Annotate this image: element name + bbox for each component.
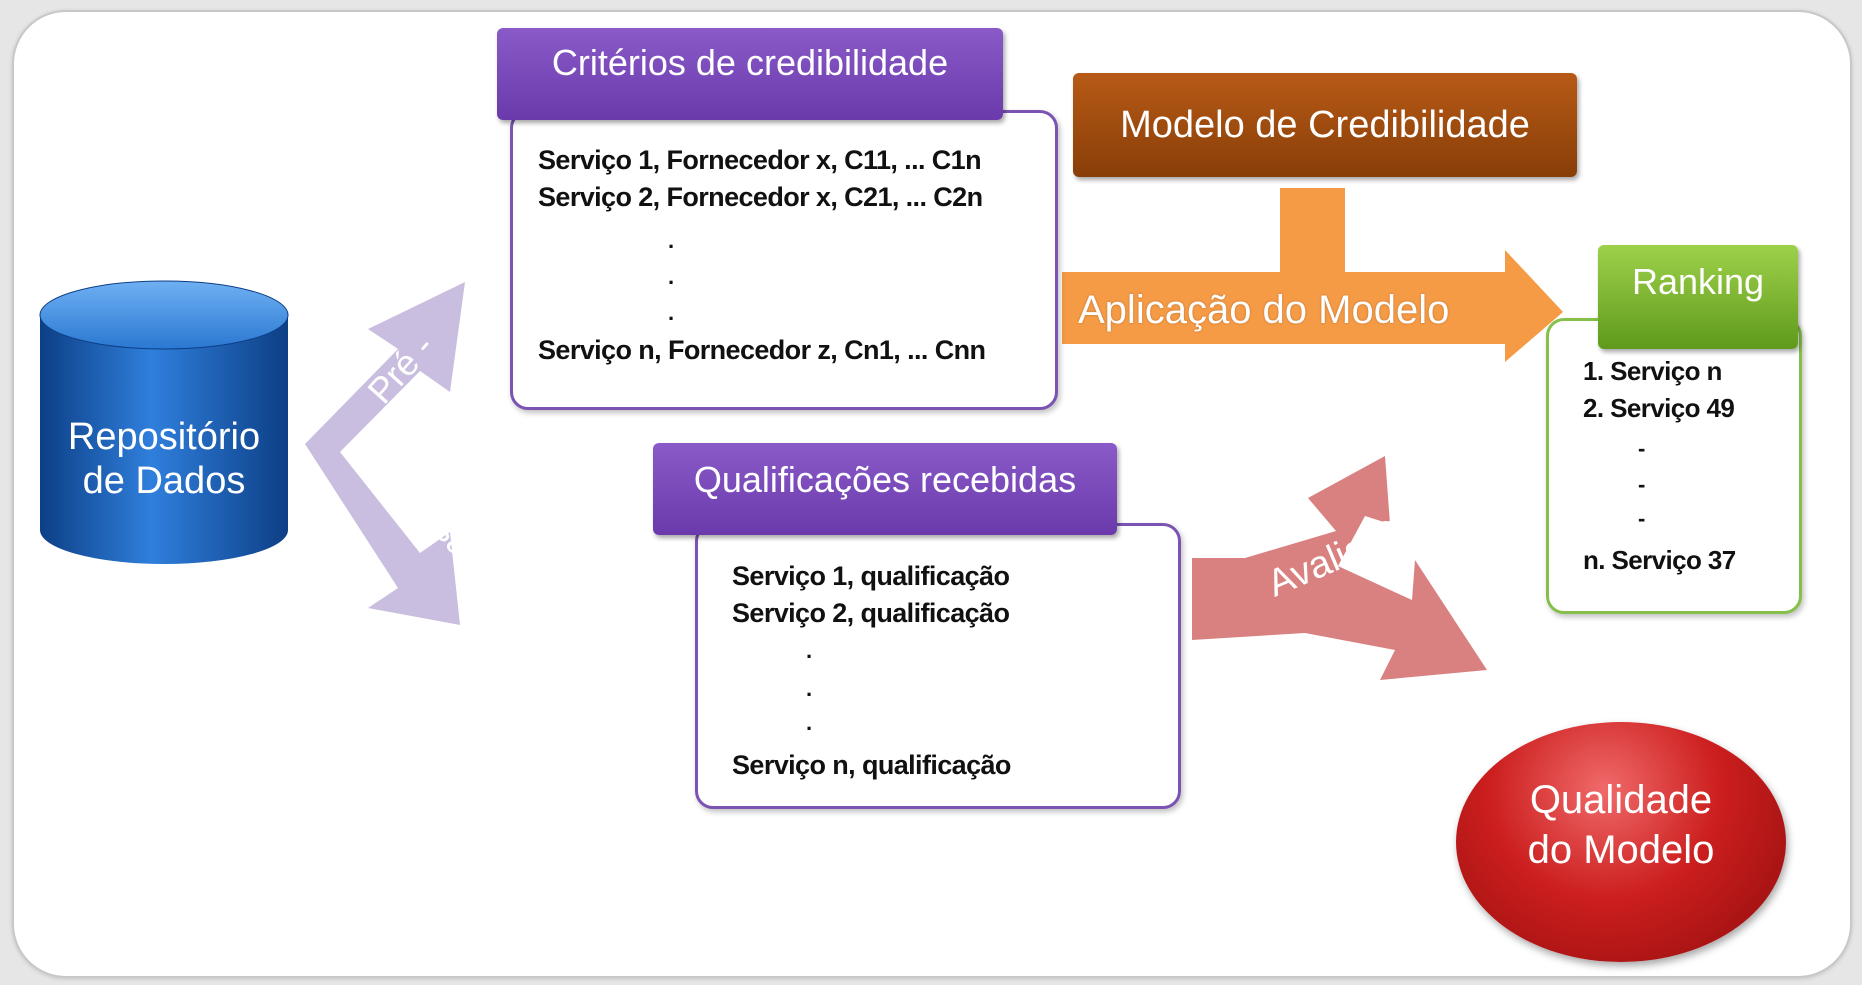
criteria-dot-1: . — [668, 228, 675, 253]
ranking-item-last: n. Serviço 37 — [1583, 545, 1736, 575]
ratings-title-text: Qualificações recebidas — [693, 459, 1077, 500]
quality-line1: Qualidade — [1529, 778, 1713, 822]
ranking-dot-1: - — [1638, 436, 1646, 461]
repository-label: Repositório de Dados — [50, 415, 278, 503]
criteria-row-last: Serviço n, Fornecedor z, Cn1, ... Cnn — [538, 335, 986, 365]
apply-model-label: Aplicação do Modelo — [1078, 288, 1450, 332]
criteria-dot-2: . — [668, 264, 675, 289]
ratings-title: Qualificações recebidas — [653, 443, 1117, 535]
ranking-dot-3: - — [1638, 506, 1646, 531]
criteria-row-2: Serviço 2, Fornecedor x, C21, ... C2n — [538, 182, 983, 212]
model-title: Modelo de Credibilidade — [1120, 103, 1530, 146]
quality-label: Qualidade do Modelo — [1456, 775, 1786, 875]
criteria-title-text: Critérios de credibilidade — [551, 42, 949, 83]
ranking-item-1: 1. Serviço n — [1583, 356, 1722, 386]
ranking-title: Ranking — [1598, 245, 1798, 349]
ratings-box — [695, 523, 1181, 809]
ratings-row-1: Serviço 1, qualificação — [732, 561, 1010, 591]
ratings-dot-2: . — [806, 676, 813, 701]
criteria-title: Critérios de credibilidade — [497, 28, 1003, 120]
ratings-row-2: Serviço 2, qualificação — [732, 598, 1010, 628]
criteria-row-1: Serviço 1, Fornecedor x, C11, ... C1n — [538, 145, 982, 175]
quality-circle — [1456, 722, 1786, 962]
ratings-dot-1: . — [806, 638, 813, 663]
repository-line1: Repositório — [67, 416, 261, 458]
apply-model-arrow — [1062, 188, 1563, 362]
ranking-dot-2: - — [1638, 472, 1646, 497]
repository-line2: de Dados — [82, 460, 246, 502]
criteria-dot-3: . — [668, 300, 675, 325]
evaluation-arrow — [1192, 456, 1487, 680]
database-icon — [39, 280, 289, 564]
criteria-box — [510, 110, 1058, 410]
ratings-dot-3: . — [806, 710, 813, 735]
quality-line2: do Modelo — [1527, 828, 1715, 872]
preprocessing-arrow — [305, 282, 465, 625]
ratings-row-last: Serviço n, qualificação — [732, 750, 1011, 780]
ranking-item-2: 2. Serviço 49 — [1583, 393, 1735, 423]
ranking-title-text: Ranking — [1631, 261, 1765, 302]
model-box: Modelo de Credibilidade — [1073, 73, 1577, 177]
